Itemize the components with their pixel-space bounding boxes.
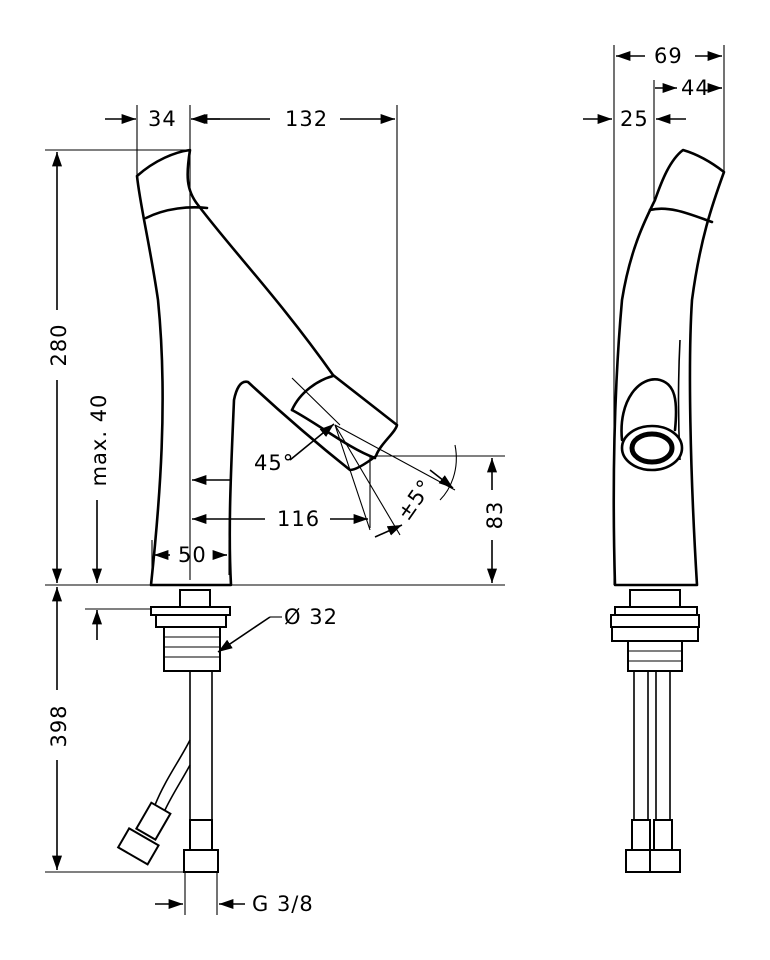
ext-45c	[334, 424, 371, 531]
side-hose-nut-b	[649, 849, 681, 873]
dim-116-label: 116	[277, 507, 320, 531]
dim-280-label: 280	[47, 323, 71, 366]
front-hose-fitting-a	[189, 819, 213, 851]
dim-132-label: 132	[285, 107, 328, 131]
front-handle-band	[144, 206, 209, 220]
side-base-stub	[629, 589, 681, 608]
front-hose-fitting-b	[134, 801, 172, 842]
front-base-flange	[155, 614, 227, 628]
side-view: 69 44 25	[583, 44, 726, 873]
spout-axis	[291, 377, 341, 426]
side-lever-slot	[620, 378, 678, 442]
dim-34-label: 34	[148, 107, 177, 131]
arc-5deg	[439, 444, 457, 501]
dim-5-arrow-b	[374, 524, 403, 538]
dim-5-label: ±5°	[392, 475, 437, 525]
dim-32-label: Ø 32	[284, 605, 338, 629]
front-base-stub	[179, 589, 211, 608]
side-faucet-body	[612, 148, 726, 587]
dim-32-leader	[217, 616, 271, 653]
front-base-ring	[150, 606, 231, 616]
dim-69-label: 69	[654, 44, 683, 68]
front-hose-nut-a	[183, 849, 219, 873]
front-hose-nut-b	[116, 826, 160, 866]
side-base-flange	[610, 614, 700, 628]
dim-50-label: 50	[178, 543, 207, 567]
dim-45-arrow	[289, 423, 335, 461]
dim-83-label: 83	[483, 501, 507, 530]
ext-45b	[334, 424, 401, 536]
ext-45a	[334, 424, 456, 491]
side-hose-fitting-a	[631, 819, 651, 851]
dim-398-label: 398	[47, 704, 71, 747]
dim-25-label: 25	[620, 107, 649, 131]
side-base-plate	[611, 626, 699, 642]
side-base-nut	[627, 640, 683, 672]
front-base-nut	[163, 626, 221, 672]
front-spout-band	[290, 374, 335, 412]
dim-5-arrow-a	[429, 469, 454, 489]
dim-45-label: 45°	[254, 451, 294, 475]
side-head-band	[648, 207, 714, 224]
side-hose-fitting-b	[653, 819, 673, 851]
front-view: 34 132 280 max. 40 45° ±5° 116	[45, 105, 507, 916]
dim-g38-label: G 3/8	[252, 892, 314, 916]
dim-max40-label: max. 40	[87, 394, 111, 487]
front-hose-bent-b	[164, 764, 191, 811]
side-base-ring	[614, 606, 698, 616]
dim-44-label: 44	[681, 76, 710, 100]
side-lever-hole	[629, 431, 675, 465]
front-hose-bent	[154, 739, 191, 806]
